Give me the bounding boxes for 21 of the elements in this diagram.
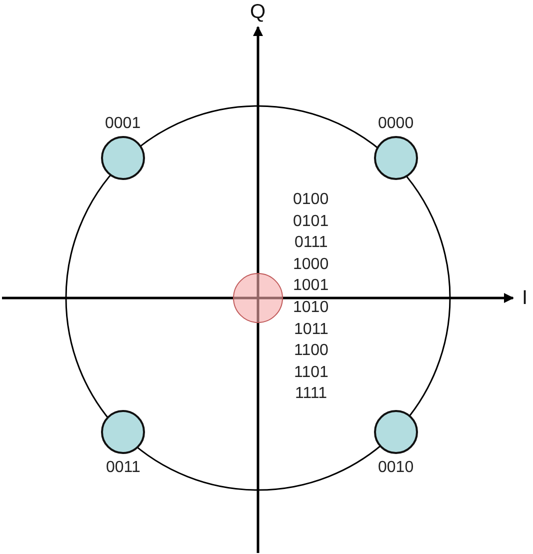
constellation-point — [374, 136, 418, 180]
bit-label: 0000 — [378, 115, 414, 133]
bit-label: 1011 — [294, 320, 328, 339]
axis-label: I — [522, 287, 528, 309]
bit-label: 0010 — [378, 459, 414, 477]
constellation-point — [101, 136, 145, 180]
bit-label: 0101 — [293, 212, 329, 231]
bit-label: 0111 — [294, 234, 328, 252]
bit-label: 1000 — [293, 256, 329, 274]
bit-label: 1010 — [293, 299, 329, 317]
bit-label: 1111 — [295, 385, 328, 404]
bit-label: 0100 — [293, 191, 329, 209]
bit-label: 1001 — [293, 277, 329, 296]
axis-label: Q — [250, 1, 266, 23]
constellation-point — [374, 410, 418, 454]
bit-label: 0011 — [106, 459, 140, 477]
bit-label: 1101 — [294, 364, 328, 382]
origin-point — [233, 273, 283, 323]
constellation-point — [101, 410, 145, 454]
bit-label: 0001 — [105, 115, 141, 133]
bit-label: 1100 — [294, 342, 328, 360]
